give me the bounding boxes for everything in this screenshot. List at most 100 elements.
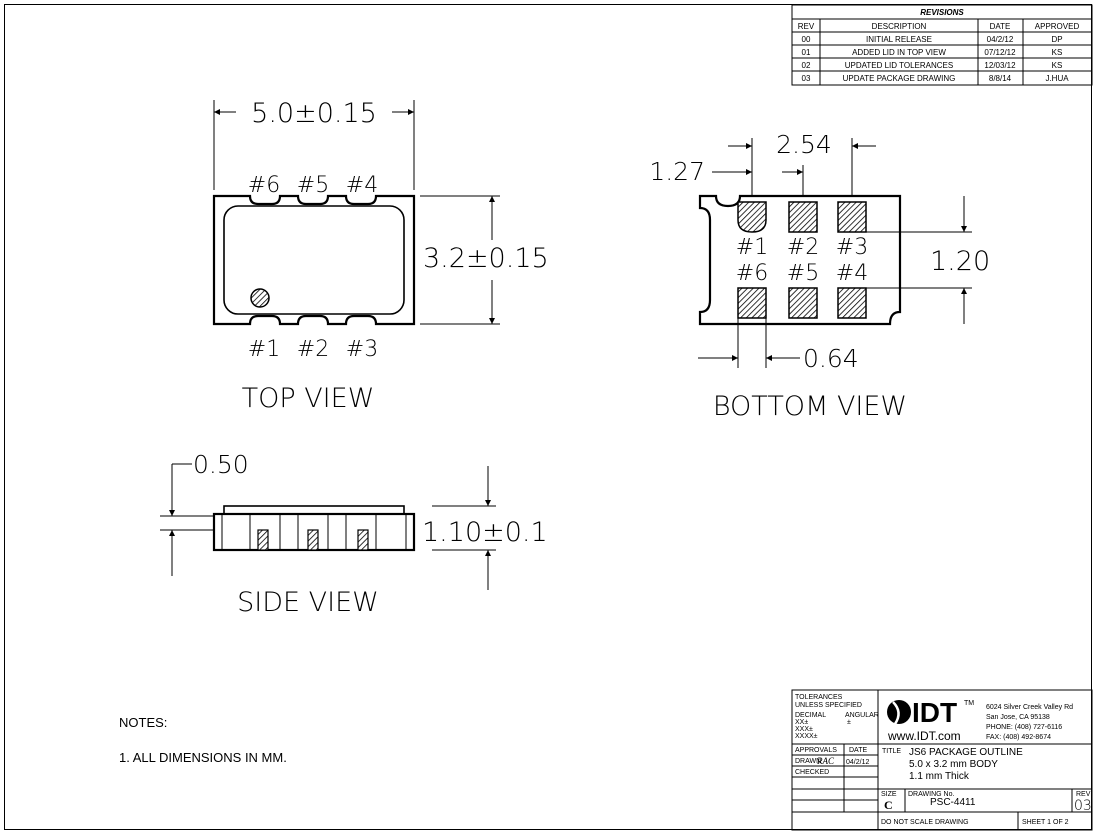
- top-view-label: TOP VIEW: [242, 383, 375, 414]
- title-line: JS6 PACKAGE OUTLINE: [909, 747, 1023, 758]
- pin1-marker-icon: [250, 288, 270, 308]
- revision-date: 04/2/12: [987, 35, 1014, 44]
- drawn-date: 04/2/12: [846, 759, 869, 766]
- title-line: 1.1 mm Thick: [909, 771, 970, 782]
- bottom-pin-label: #2: [297, 337, 329, 362]
- note-item: 1. ALL DIMENSIONS IN MM.: [119, 750, 287, 765]
- top-view: 5.0±0.15 #6 #5 #4 3.2±0.15 #1 #2 #3 TOP …: [212, 98, 549, 414]
- rev-label: REV: [1076, 791, 1091, 798]
- rev-value: 03: [1074, 798, 1092, 814]
- idt-logo-icon: IDT TM: [887, 697, 974, 728]
- notes: NOTES: 1. ALL DIMENSIONS IN MM.: [119, 715, 287, 765]
- unless-specified-label: UNLESS SPECIFIED: [795, 702, 862, 709]
- pad-label: #6: [736, 261, 768, 286]
- side-pad: [307, 529, 319, 551]
- description-col-header: DESCRIPTION: [872, 22, 927, 31]
- revision-description: ADDED LID IN TOP VIEW: [852, 48, 946, 57]
- xxxx-tolerance: XXXX±: [795, 733, 818, 740]
- top-height-dimension: 3.2±0.15: [423, 243, 549, 274]
- top-width-dimension: 5.0±0.15: [251, 98, 377, 129]
- pad-label: #5: [787, 261, 819, 286]
- bottom-view-label: BOTTOM VIEW: [713, 391, 907, 422]
- pad-5: [788, 287, 818, 319]
- title-label: TITLE: [882, 748, 901, 755]
- notes-heading: NOTES:: [119, 715, 167, 730]
- top-view-package-outline: [212, 194, 416, 326]
- drawing-number: PSC-4411: [930, 797, 976, 808]
- pad-height-dimension: 1.20: [930, 246, 990, 277]
- pad-6: [737, 287, 767, 319]
- side-view-lid: [223, 505, 405, 515]
- logo-text: IDT: [912, 697, 957, 728]
- drawn-label: DRAWN: [795, 758, 821, 765]
- xxx-tolerance: XXX±: [795, 726, 813, 733]
- revision-rev: 03: [802, 74, 811, 83]
- website-link[interactable]: www.IDT.com: [887, 729, 961, 743]
- revision-approved: J.HUA: [1045, 74, 1069, 83]
- fax-line: FAX: (408) 492-8674: [986, 734, 1051, 741]
- revisions-table: REVISIONS REV DESCRIPTION DATE APPROVED …: [791, 4, 1093, 86]
- title-line: 5.0 x 3.2 mm BODY: [909, 759, 998, 770]
- drawing-no-label: DRAWING No.: [908, 791, 954, 798]
- phone-line: PHONE: (408) 727-6116: [986, 724, 1062, 731]
- address-line: San Jose, CA 95138: [986, 714, 1050, 721]
- approvals-label: APPROVALS: [795, 747, 837, 754]
- side-pad: [257, 529, 269, 551]
- pad-label: #1: [736, 235, 768, 260]
- pad-1: [737, 201, 767, 233]
- top-pin-label: #5: [297, 173, 329, 198]
- pad-label: #4: [836, 261, 868, 286]
- angular-label: ANGULAR: [845, 712, 879, 719]
- pad-3: [837, 201, 867, 233]
- revision-approved: KS: [1052, 48, 1063, 57]
- approved-col-header: APPROVED: [1035, 22, 1080, 31]
- size-value: C: [884, 798, 893, 812]
- pad-label: #2: [787, 235, 819, 260]
- side-view-label: SIDE VIEW: [237, 587, 379, 618]
- revision-description: INITIAL RELEASE: [866, 35, 932, 44]
- revision-rev: 02: [802, 61, 811, 70]
- top-view-lid: [223, 205, 405, 315]
- side-height-dimension: 1.10±0.1: [422, 517, 548, 548]
- top-pin-label: #6: [248, 173, 280, 198]
- size-label: SIZE: [881, 791, 897, 798]
- pad-label: #3: [836, 235, 868, 260]
- rev-col-header: REV: [798, 22, 815, 31]
- drawn-by-signature: RAC: [816, 756, 835, 766]
- date-header: DATE: [849, 747, 867, 754]
- drawing-frame: [4, 4, 1092, 830]
- pad-2: [788, 201, 818, 233]
- sheet-number: SHEET 1 OF 2: [1022, 819, 1069, 826]
- pitch-dimension: 2.54: [776, 130, 832, 159]
- offset-dimension: 1.27: [649, 157, 705, 186]
- xx-tolerance: XX±: [795, 719, 808, 726]
- revision-rev: 01: [802, 48, 811, 57]
- do-not-scale-note: DO NOT SCALE DRAWING: [881, 819, 969, 826]
- decimal-label: DECIMAL: [795, 712, 826, 719]
- revision-date: 12/03/12: [984, 61, 1016, 70]
- bottom-view: 2.54 1.27 #1 #2 #3 #6 #5 #4 1.20 0.64: [649, 130, 990, 422]
- pad-width-dimension: 0.64: [803, 344, 859, 373]
- address-line: 6024 Silver Creek Valley Rd: [986, 704, 1073, 711]
- trademark-mark: TM: [964, 700, 974, 707]
- revision-date: 07/12/12: [984, 48, 1016, 57]
- bottom-pin-label: #3: [346, 337, 378, 362]
- revision-date: 8/8/14: [989, 74, 1012, 83]
- revision-description: UPDATE PACKAGE DRAWING: [843, 74, 956, 83]
- title-block: TOLERANCES UNLESS SPECIFIED DECIMAL ANGU…: [791, 689, 1093, 831]
- revision-approved: KS: [1052, 61, 1063, 70]
- checked-label: CHECKED: [795, 769, 829, 776]
- side-view: 0.50 1.10±0.1 SIDE VIEW: [160, 450, 548, 618]
- pad-4: [837, 287, 867, 319]
- revision-approved: DP: [1051, 35, 1062, 44]
- revision-rev: 00: [802, 35, 811, 44]
- date-col-header: DATE: [990, 22, 1011, 31]
- lid-thickness-dimension: 0.50: [193, 450, 249, 479]
- bottom-view-package-outline: [698, 194, 902, 326]
- tolerances-label: TOLERANCES: [795, 694, 843, 701]
- side-pad: [357, 529, 369, 551]
- top-pin-label: #4: [346, 173, 378, 198]
- angular-tolerance: ±: [847, 719, 851, 726]
- revisions-header: REVISIONS: [920, 8, 964, 17]
